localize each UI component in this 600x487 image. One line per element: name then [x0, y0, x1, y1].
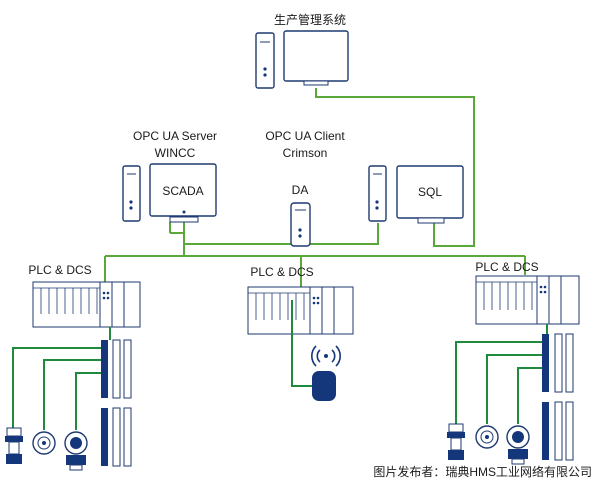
io-module-icon: [542, 334, 549, 392]
tower-pc-icon: [122, 165, 141, 222]
pressure-gauge-icon: [475, 425, 499, 449]
crimson-label: Crimson: [283, 146, 328, 160]
management-system-label: 生产管理系统: [274, 12, 346, 27]
field-io-left: [5, 327, 132, 471]
network-lines: [104, 88, 526, 287]
monitor-stand-icon: [169, 216, 199, 223]
control-valve-icon: [447, 423, 465, 460]
wincc-label: WINCC: [155, 146, 196, 160]
field-io-right: [447, 324, 574, 465]
tower-pc-icon: [255, 32, 275, 89]
wireless-signal-icon: [311, 345, 341, 367]
watermark-text: 图片发布者：瑞典HMS工业网络有限公司: [373, 464, 592, 479]
opc-labels: OPC UA Server WINCC OPC UA Client Crimso…: [133, 129, 345, 160]
opc-ua-server-label: OPC UA Server: [133, 129, 217, 143]
management-system-node: 生产管理系统: [255, 12, 349, 89]
da-server-icon: [290, 202, 311, 247]
monitor-stand-icon: [417, 217, 445, 224]
io-module-icon: [101, 408, 108, 466]
scada-workstation: SCADA: [122, 163, 217, 223]
transmitter-icon: [506, 425, 530, 465]
sql-workstation: SQL: [368, 165, 464, 224]
da-device: DA: [290, 183, 311, 247]
plc-rack-center: [247, 286, 354, 335]
monitor-icon: [149, 163, 217, 217]
scada-label: SCADA: [162, 184, 203, 198]
wireless-sensor: [291, 300, 341, 401]
plc-dcs-right-label: PLC & DCS: [475, 260, 538, 274]
tower-pc-icon: [368, 165, 387, 222]
monitor-icon: [283, 30, 349, 82]
da-label: DA: [292, 183, 309, 197]
plc-dcs-center-label: PLC & DCS: [250, 265, 313, 279]
monitor-stand-icon: [303, 80, 329, 86]
plc-rack-right: [475, 275, 580, 325]
opc-ua-client-label: OPC UA Client: [265, 129, 345, 143]
io-module-icon: [101, 340, 108, 398]
control-valve-icon: [5, 427, 23, 464]
sql-label: SQL: [418, 185, 442, 199]
plc-dcs-left-label: PLC & DCS: [28, 263, 91, 277]
transmitter-icon: [64, 431, 88, 471]
plc-rack-left: [32, 281, 141, 328]
pressure-gauge-icon: [32, 431, 56, 455]
wireless-device-icon: [312, 371, 336, 401]
io-module-icon: [542, 402, 549, 460]
